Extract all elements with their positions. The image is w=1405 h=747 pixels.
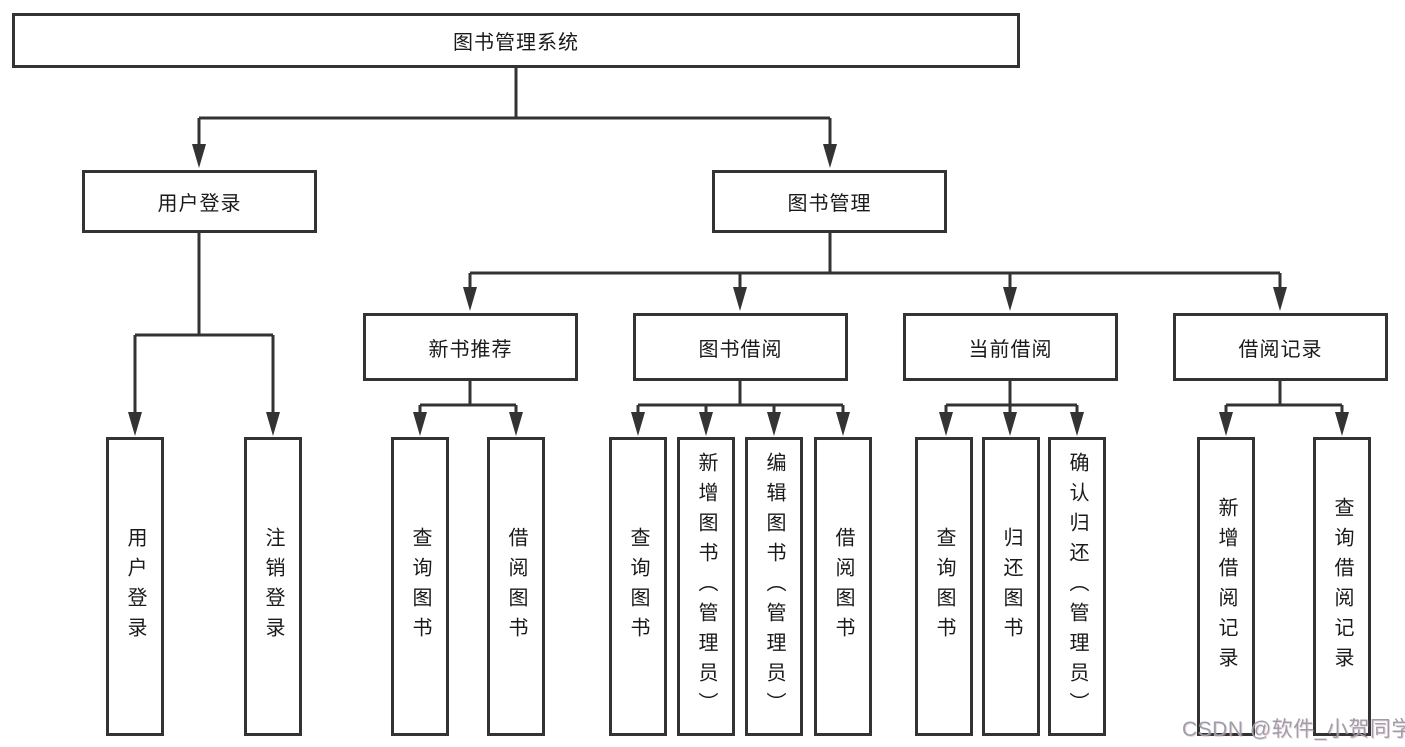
leaf-label: 新增图书（管理员）	[695, 451, 717, 722]
leaf-label: 注销登录	[262, 526, 284, 647]
leaf-borrow-books-recommend: 借阅图书	[487, 437, 545, 736]
node-user-login: 用户登录	[82, 170, 317, 233]
leaf-confirm-return-admin: 确认归还（管理员）	[1048, 437, 1106, 736]
leaf-label: 查询图书	[627, 526, 649, 647]
leaf-user-login: 用户登录	[106, 437, 164, 736]
leaf-label: 新增借阅记录	[1215, 496, 1237, 677]
leaf-logout: 注销登录	[244, 437, 302, 736]
node-new-book-recommend: 新书推荐	[363, 313, 578, 381]
leaf-label: 借阅图书	[832, 526, 854, 647]
node-book-borrow: 图书借阅	[633, 313, 848, 381]
leaf-query-books-current: 查询图书	[915, 437, 973, 736]
leaf-label: 查询图书	[933, 526, 955, 647]
leaf-query-borrow-record: 查询借阅记录	[1313, 437, 1371, 736]
leaf-add-borrow-record: 新增借阅记录	[1197, 437, 1255, 736]
leaf-label: 用户登录	[124, 526, 146, 647]
leaf-edit-books-admin: 编辑图书（管理员）	[745, 437, 803, 736]
node-root: 图书管理系统	[12, 13, 1020, 68]
node-current-borrow: 当前借阅	[903, 313, 1118, 381]
leaf-add-books-admin: 新增图书（管理员）	[677, 437, 735, 736]
arrowheads	[128, 144, 1349, 436]
leaf-borrow-books: 借阅图书	[814, 437, 872, 736]
leaf-return-books: 归还图书	[982, 437, 1040, 736]
node-book-management: 图书管理	[712, 170, 947, 233]
node-borrow-records: 借阅记录	[1173, 313, 1388, 381]
leaf-label: 确认归还（管理员）	[1066, 451, 1088, 722]
leaf-label: 查询图书	[409, 526, 431, 647]
leaf-label: 查询借阅记录	[1331, 496, 1353, 677]
watermark: CSDN @软件_小贺同学	[1182, 718, 1405, 741]
leaf-query-books-borrow: 查询图书	[609, 437, 667, 736]
leaf-label: 借阅图书	[505, 526, 527, 647]
leaf-label: 编辑图书（管理员）	[763, 451, 785, 722]
leaf-label: 归还图书	[1000, 526, 1022, 647]
leaf-query-books-recommend: 查询图书	[391, 437, 449, 736]
